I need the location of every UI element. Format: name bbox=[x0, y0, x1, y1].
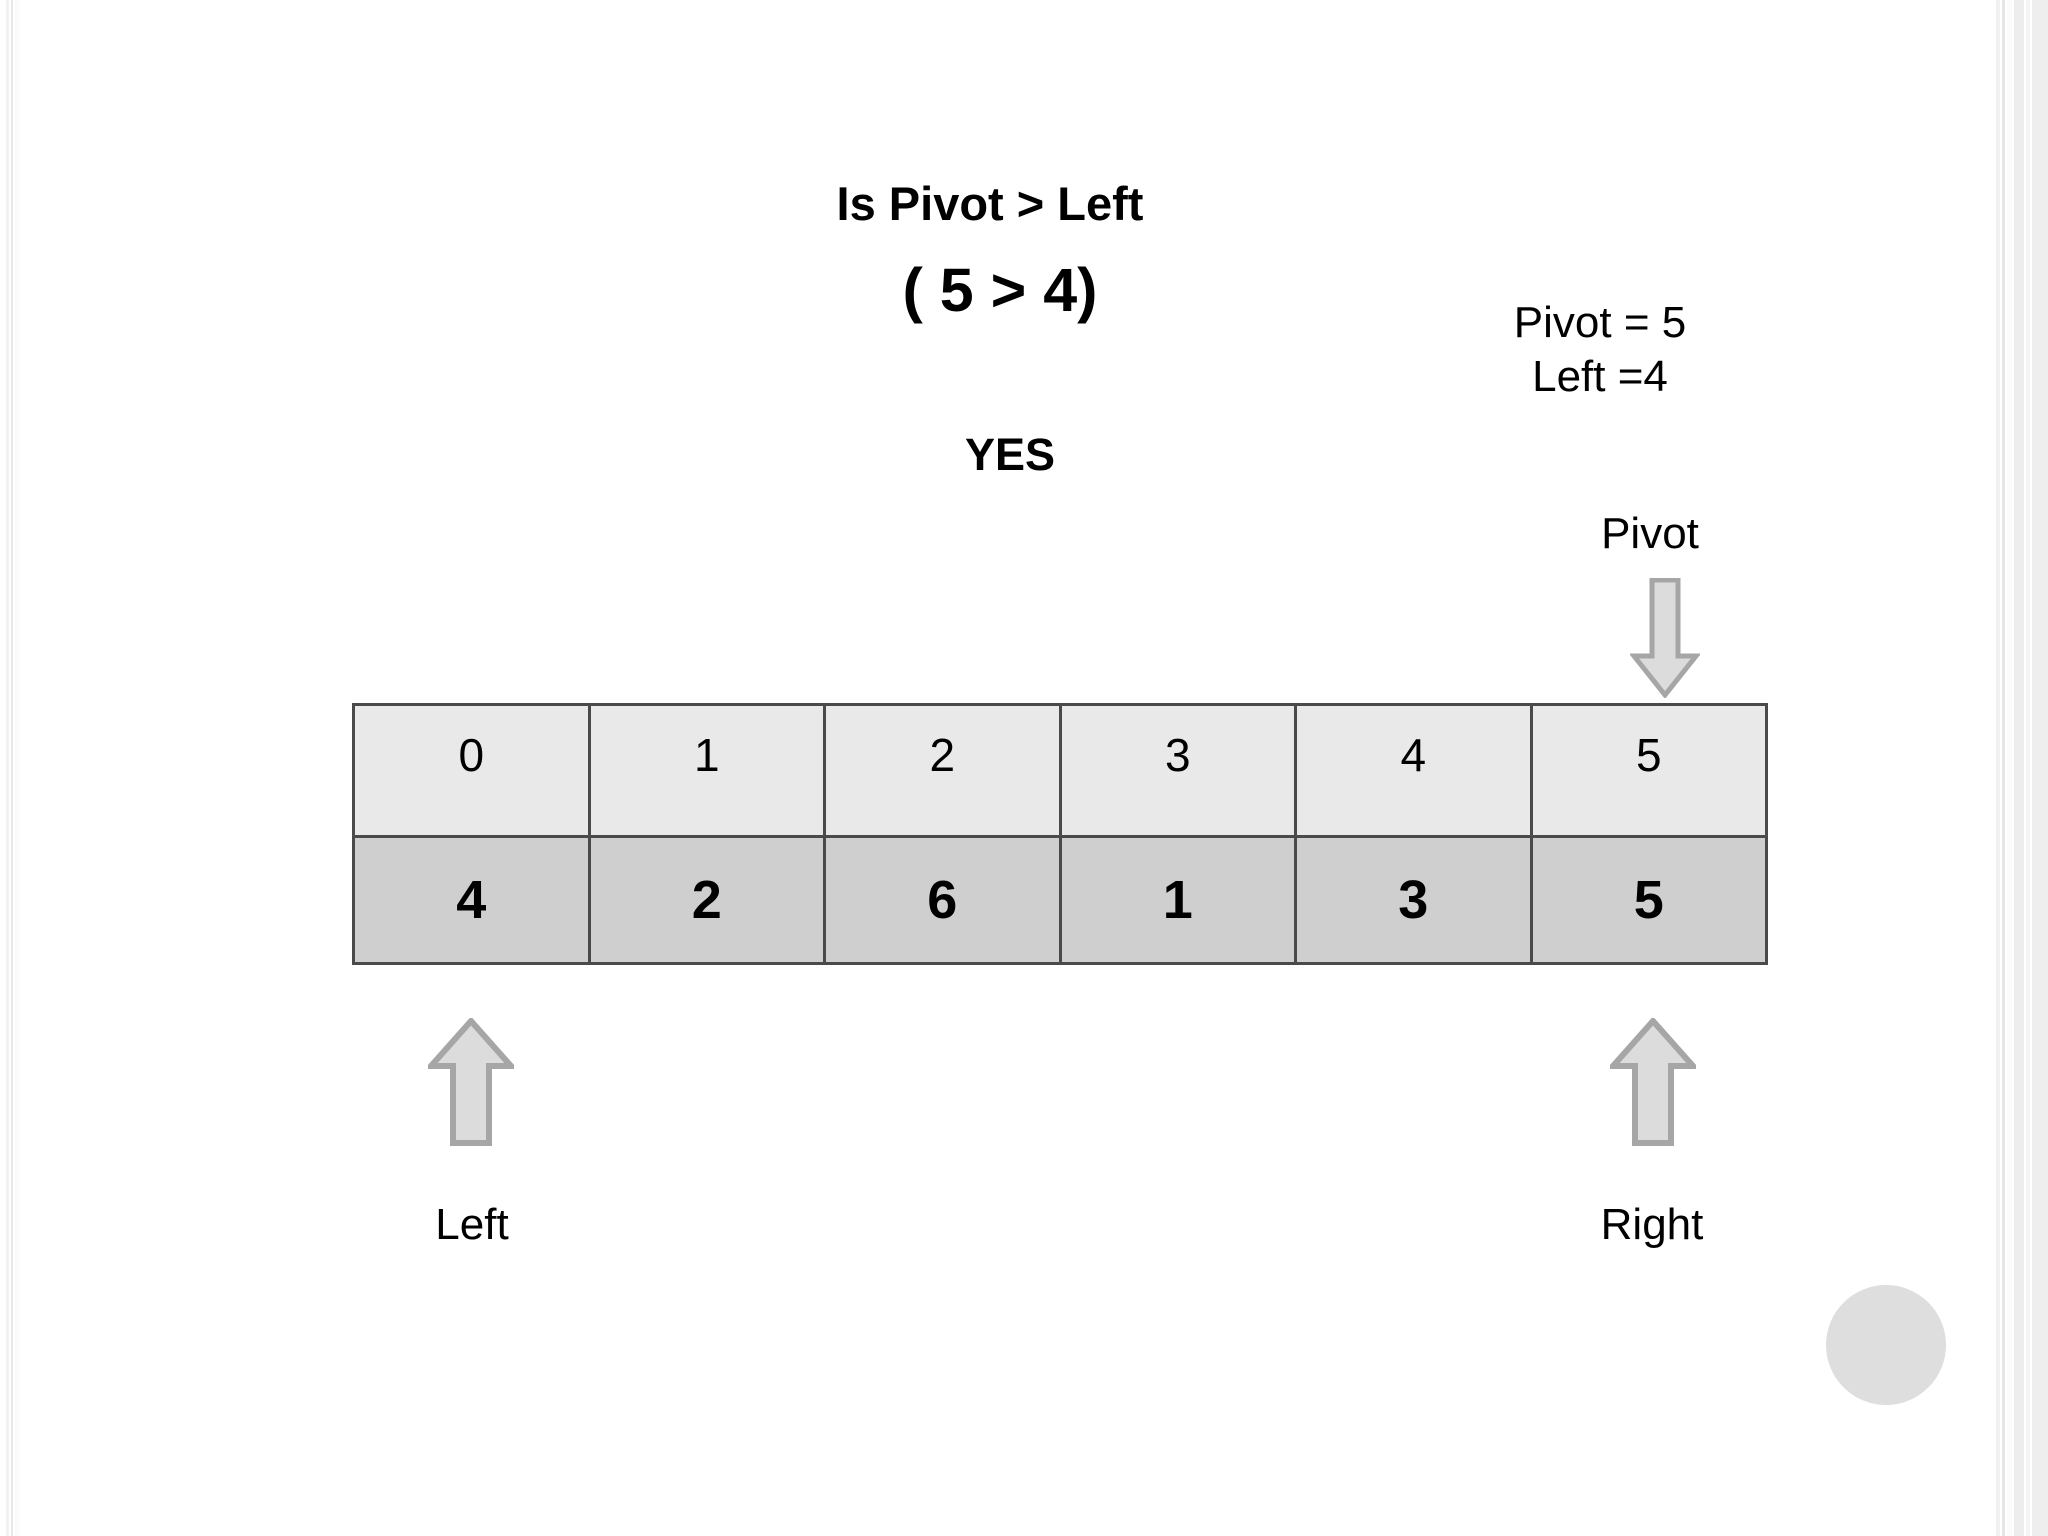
value-cell[interactable]: 6 bbox=[823, 835, 1062, 965]
page-edge-band-left bbox=[15, 0, 19, 1536]
value-cell[interactable]: 4 bbox=[352, 835, 591, 965]
pivot-value-line: Pivot = 5 bbox=[1513, 298, 1687, 347]
answer-text: YES bbox=[964, 429, 1056, 480]
value-cell[interactable]: 2 bbox=[587, 835, 826, 965]
value-cell[interactable]: 1 bbox=[1058, 835, 1297, 965]
question-title: Is Pivot > Left bbox=[836, 177, 1144, 230]
page-edge-band-right bbox=[2026, 0, 2030, 1536]
left-pointer-label: Left bbox=[435, 1200, 509, 1249]
page-edge-band-right bbox=[2002, 0, 2005, 1536]
index-row: 0 1 2 3 4 5 bbox=[352, 703, 1768, 838]
variables-panel: Pivot = 5 Left =4 bbox=[1400, 296, 1800, 403]
array-table: 0 1 2 3 4 5 4 2 6 1 3 5 bbox=[352, 703, 1768, 965]
arrow-up-icon bbox=[1610, 1018, 1696, 1146]
arrow-up-icon bbox=[428, 1018, 514, 1146]
index-cell[interactable]: 5 bbox=[1529, 703, 1768, 838]
value-row: 4 2 6 1 3 5 bbox=[352, 835, 1768, 965]
page-edge-band-right bbox=[2014, 0, 2024, 1536]
page-edge-band-right bbox=[1996, 0, 2000, 1536]
page-edge-band-left bbox=[6, 0, 9, 1536]
arrow-down-icon bbox=[1630, 578, 1700, 698]
index-cell[interactable]: 4 bbox=[1294, 703, 1533, 838]
pivot-marker-label: Pivot bbox=[1601, 509, 1699, 558]
right-pointer-label: Right bbox=[1600, 1200, 1704, 1249]
index-cell[interactable]: 3 bbox=[1058, 703, 1297, 838]
page-edge-band-left bbox=[11, 0, 13, 1536]
page-edge-band-right bbox=[2032, 0, 2048, 1536]
index-cell[interactable]: 1 bbox=[587, 703, 826, 838]
question-expression: ( 5 > 4) bbox=[902, 256, 1098, 324]
index-cell[interactable]: 0 bbox=[352, 703, 591, 838]
value-cell[interactable]: 3 bbox=[1294, 835, 1533, 965]
left-value-line: Left =4 bbox=[1532, 351, 1668, 401]
decorative-circle bbox=[1826, 1285, 1946, 1405]
index-cell[interactable]: 2 bbox=[823, 703, 1062, 838]
page-edge-band-right bbox=[2007, 0, 2013, 1536]
value-cell[interactable]: 5 bbox=[1529, 835, 1768, 965]
